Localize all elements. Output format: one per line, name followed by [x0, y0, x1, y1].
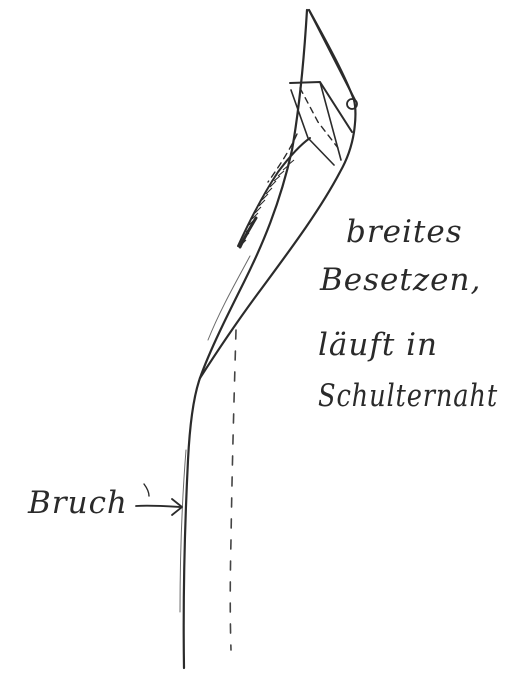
neckline-shadow	[240, 218, 256, 247]
fold-edge-line	[184, 10, 307, 668]
annotation-line-1: breites	[346, 214, 463, 250]
facing-band-inner	[291, 90, 334, 165]
center-dashed-line	[230, 330, 236, 650]
annotation-line-4: Schulternaht	[318, 378, 498, 414]
facing-stitch-line	[300, 88, 338, 148]
annotation-line-2: Besetzen,	[319, 262, 481, 298]
shoulder-seam-top	[309, 10, 355, 100]
annotation-line-3: läuft in	[318, 327, 438, 363]
inner-contour	[208, 256, 250, 340]
fold-label: Bruch	[27, 485, 128, 521]
arrow-right-icon	[136, 484, 182, 515]
